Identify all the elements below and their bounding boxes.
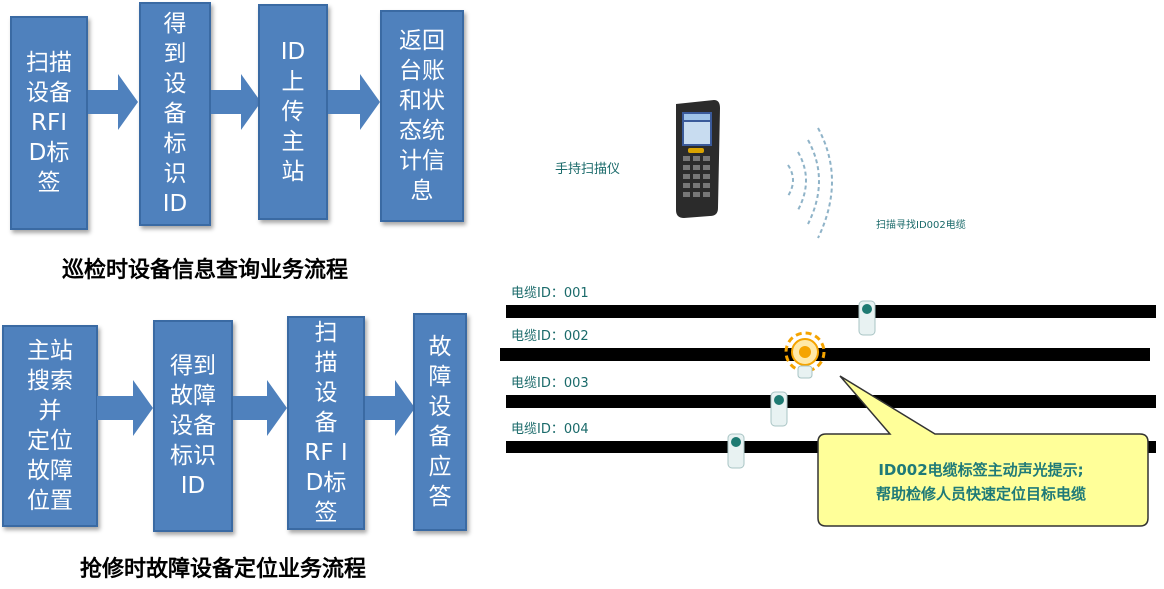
rfid-tag-icon: [858, 300, 876, 336]
callout-line-2: 帮助检修人员快速定位目标电缆: [875, 485, 1086, 503]
flow2-step-4: 故 障 设 备 应 答: [413, 313, 467, 531]
arrow-right-icon: [88, 74, 138, 130]
scan-search-label: 扫描寻找ID002电缆: [876, 220, 966, 231]
arrow-right-icon: [233, 380, 287, 436]
scanner-label: 手持扫描仪: [555, 162, 621, 177]
arrow-right-icon: [365, 380, 415, 436]
cable-001: [506, 305, 1156, 318]
cable-label-002: 电缆ID：002: [511, 329, 589, 344]
arrow-right-icon: [97, 380, 153, 436]
flow1-step-3: ID 上 传 主 站: [258, 4, 328, 220]
flow2-step-1: 主站 搜索 并 定位 故障 位置: [2, 325, 98, 527]
arrow-right-icon: [328, 74, 380, 130]
signal-waves-icon: [787, 127, 833, 239]
flow2-step-2: 得到 故障 设备 标识 ID: [153, 320, 233, 532]
flow1-title: 巡检时设备信息查询业务流程: [62, 258, 349, 283]
rfid-tag-active-icon: [784, 331, 826, 379]
callout-line-1: ID002电缆标签主动声光提示;: [878, 461, 1084, 479]
arrow-right-icon: [211, 74, 261, 130]
flow2-step-3: 扫 描 设 备 RF I D标 签: [287, 316, 365, 530]
flow1-step-2: 得 到 设 备 标 识 ID: [139, 2, 211, 226]
cable-label-001: 电缆ID：001: [511, 286, 589, 301]
flow2-title: 抢修时故障设备定位业务流程: [80, 557, 367, 582]
flow1-step-1: 扫描 设备 RFI D标 签: [10, 16, 88, 230]
callout-text: ID002电缆标签主动声光提示; 帮助检修人员快速定位目标电缆: [822, 458, 1140, 506]
cable-003: [506, 395, 1156, 408]
flow1-step-4: 返回 台账 和状 态统 计信 息: [380, 10, 464, 222]
cable-label-003: 电缆ID：003: [511, 376, 589, 391]
rfid-tag-icon: [727, 433, 745, 469]
handheld-scanner-icon: [676, 100, 720, 218]
cable-label-004: 电缆ID：004: [511, 422, 589, 437]
rfid-tag-icon: [770, 391, 788, 427]
